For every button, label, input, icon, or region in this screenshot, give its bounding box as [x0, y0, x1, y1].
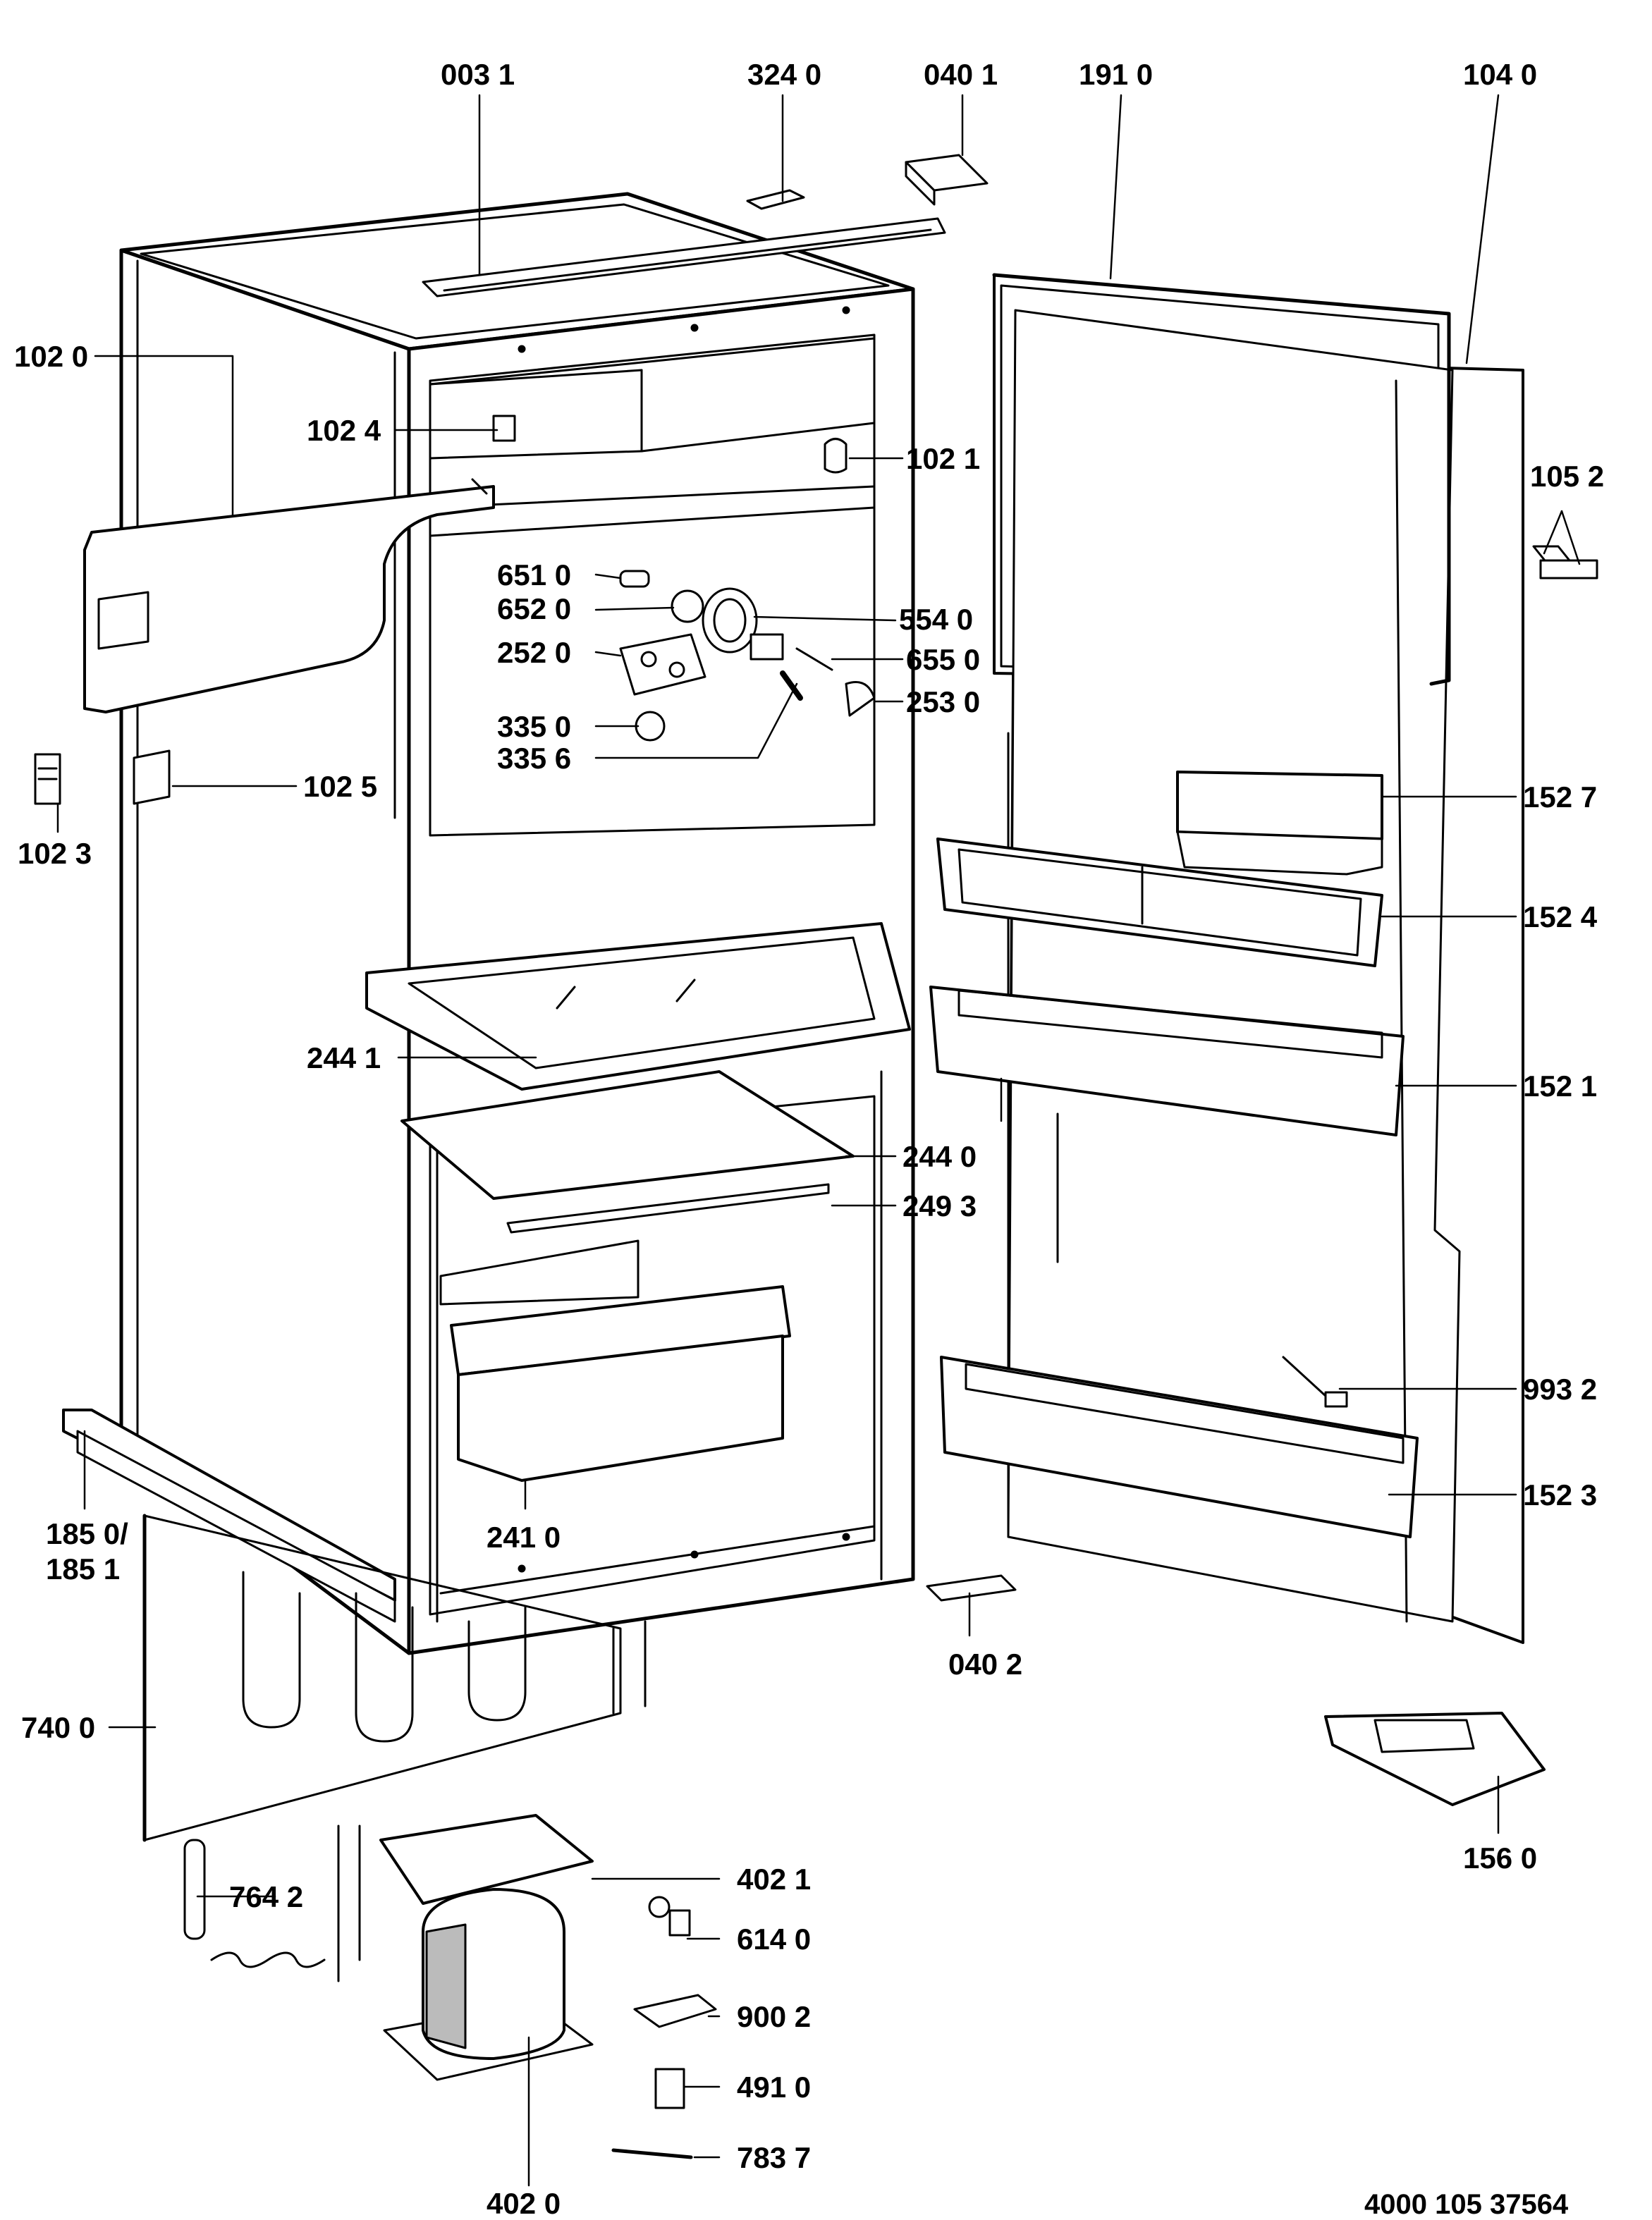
- document-number: 4000 105 37564: [1364, 2189, 1569, 2220]
- condenser: [142, 1514, 647, 1842]
- label-241-0: 241 0: [487, 1521, 561, 1554]
- label-102-4: 102 4: [307, 414, 381, 447]
- label-244-0: 244 0: [903, 1140, 977, 1173]
- label-102-0: 102 0: [14, 340, 88, 373]
- label-402-1: 402 1: [737, 1863, 811, 1896]
- leader-lines: [56, 94, 1581, 2187]
- label-152-4: 152 4: [1523, 900, 1598, 933]
- door-shelf-upper-bin: [929, 986, 1405, 1136]
- label-003-1: 003 1: [441, 58, 515, 91]
- label-185-1: 185 1: [46, 1552, 120, 1586]
- door-shelf-dairy-box: [1176, 771, 1383, 876]
- door-shelf-egg-tray: [1324, 1712, 1546, 1806]
- label-335-6: 335 6: [497, 742, 571, 775]
- label-614-0: 614 0: [737, 1922, 811, 1956]
- thermostat-lamp-assembly: [619, 570, 876, 742]
- label-040-2: 040 2: [948, 1648, 1022, 1681]
- label-252-0: 252 0: [497, 636, 571, 669]
- label-152-3: 152 3: [1523, 1478, 1597, 1511]
- label-185-0: 185 0/: [46, 1517, 128, 1550]
- label-554-0: 554 0: [899, 603, 973, 636]
- label-740-0: 740 0: [21, 1711, 95, 1744]
- label-152-7: 152 7: [1523, 780, 1597, 814]
- label-652-0: 652 0: [497, 592, 571, 625]
- label-651-0: 651 0: [497, 558, 571, 591]
- label-900-2: 900 2: [737, 2000, 811, 2033]
- label-324-0: 324 0: [747, 58, 821, 91]
- label-402-0: 402 0: [487, 2187, 561, 2220]
- label-156-0: 156 0: [1463, 1841, 1537, 1875]
- label-104-0: 104 0: [1463, 58, 1537, 91]
- label-244-1: 244 1: [307, 1041, 381, 1074]
- filter-drier: [183, 1839, 326, 1968]
- freezer-flap: [83, 478, 495, 713]
- door-shelf-compartment: [936, 838, 1383, 967]
- compressor-mount: [337, 1814, 594, 1982]
- label-102-1: 102 1: [906, 442, 980, 475]
- shelf-trim-strip: [506, 1183, 830, 1234]
- crisper-drawer: [450, 1285, 791, 1482]
- door-hinge: [1532, 545, 1598, 579]
- label-491-0: 491 0: [737, 2071, 811, 2104]
- bottom-plinth: [62, 1409, 396, 1623]
- glass-shelf-upper: [365, 922, 911, 1091]
- label-191-0: 191 0: [1079, 58, 1153, 91]
- compressor: [383, 1888, 594, 2081]
- label-655-0: 655 0: [906, 643, 980, 676]
- door-clip-part: [1282, 1356, 1348, 1408]
- fridge-door: [993, 274, 1524, 1644]
- label-335-0: 335 0: [497, 710, 571, 743]
- upper-hinge: [905, 154, 989, 206]
- lower-hinge: [926, 1574, 1017, 1602]
- label-764-2: 764 2: [229, 1880, 303, 1913]
- label-253-0: 253 0: [906, 685, 980, 718]
- top-clip-part: [746, 189, 805, 210]
- label-249-3: 249 3: [903, 1189, 977, 1222]
- electrical-parts: [611, 1896, 717, 2159]
- door-shelf-lower-bin: [940, 1356, 1419, 1538]
- label-040-1: 040 1: [924, 58, 998, 91]
- door-gasket: [992, 273, 1451, 686]
- top-trim-strip: [422, 217, 946, 298]
- label-102-3: 102 3: [18, 837, 92, 870]
- label-783-7: 783 7: [737, 2141, 811, 2174]
- label-105-2: 105 2: [1530, 460, 1604, 493]
- label-102-5: 102 5: [303, 770, 377, 803]
- label-152-1: 152 1: [1523, 1069, 1597, 1103]
- label-993-2: 993 2: [1523, 1373, 1597, 1406]
- small-parts-freezer: [34, 415, 848, 805]
